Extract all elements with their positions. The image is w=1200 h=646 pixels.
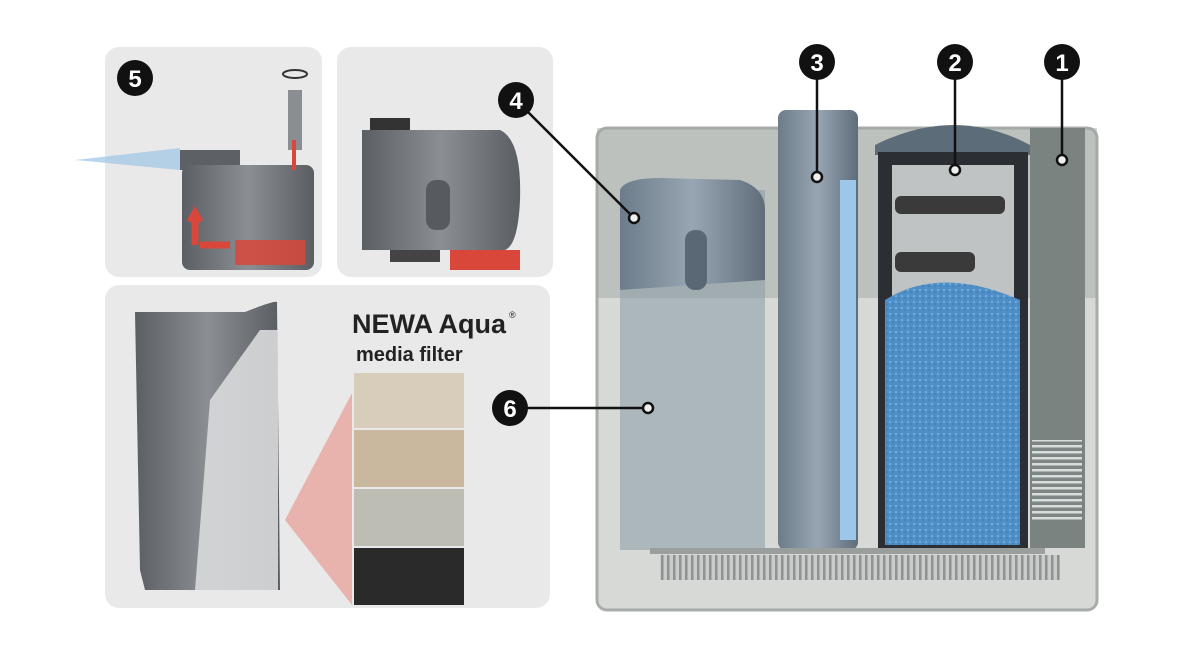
registered-mark: ® bbox=[509, 310, 516, 320]
panel-media-filter: NEWA Aqua ® media filter bbox=[105, 285, 550, 608]
media-sample-carbon bbox=[354, 548, 464, 605]
media-sample-bio-pellets bbox=[354, 489, 464, 546]
callout-3: 3 bbox=[799, 44, 835, 80]
rotate-icon bbox=[282, 69, 308, 79]
flow-arrow-icon bbox=[186, 205, 230, 249]
intake-grill bbox=[1032, 440, 1082, 520]
media-sample-ceramic-rings bbox=[354, 430, 464, 487]
brand-logo: NEWA Aqua bbox=[352, 309, 507, 339]
bottom-grill bbox=[660, 555, 1060, 580]
spray-bar-tube bbox=[778, 110, 858, 550]
panel-spray-outlet: 5 bbox=[75, 47, 322, 277]
callout-3-label: 3 bbox=[810, 50, 823, 77]
callout-2: 2 bbox=[937, 44, 973, 80]
sponge-strip bbox=[840, 180, 856, 540]
ceramic-media bbox=[195, 330, 278, 590]
callout-6-label: 6 bbox=[503, 396, 516, 423]
callout-4-label: 4 bbox=[509, 88, 523, 115]
blue-sponge bbox=[885, 282, 1020, 545]
media-fan bbox=[285, 393, 352, 605]
callout-1: 1 bbox=[1044, 44, 1080, 80]
callout-6: 6 bbox=[492, 390, 528, 426]
media-sample-ceramic-balls bbox=[354, 373, 464, 428]
callout-5-label: 5 bbox=[128, 66, 141, 93]
water-spray bbox=[75, 148, 180, 170]
tank-cutaway bbox=[595, 110, 1099, 612]
media-filter-title: media filter bbox=[356, 344, 463, 366]
carbon-layer bbox=[895, 196, 1005, 214]
panel-filter-head bbox=[337, 47, 553, 277]
callout-1-label: 1 bbox=[1055, 50, 1068, 77]
callout-5 bbox=[117, 60, 153, 96]
callout-2-label: 2 bbox=[948, 50, 961, 77]
callout-4: 4 bbox=[498, 82, 534, 118]
